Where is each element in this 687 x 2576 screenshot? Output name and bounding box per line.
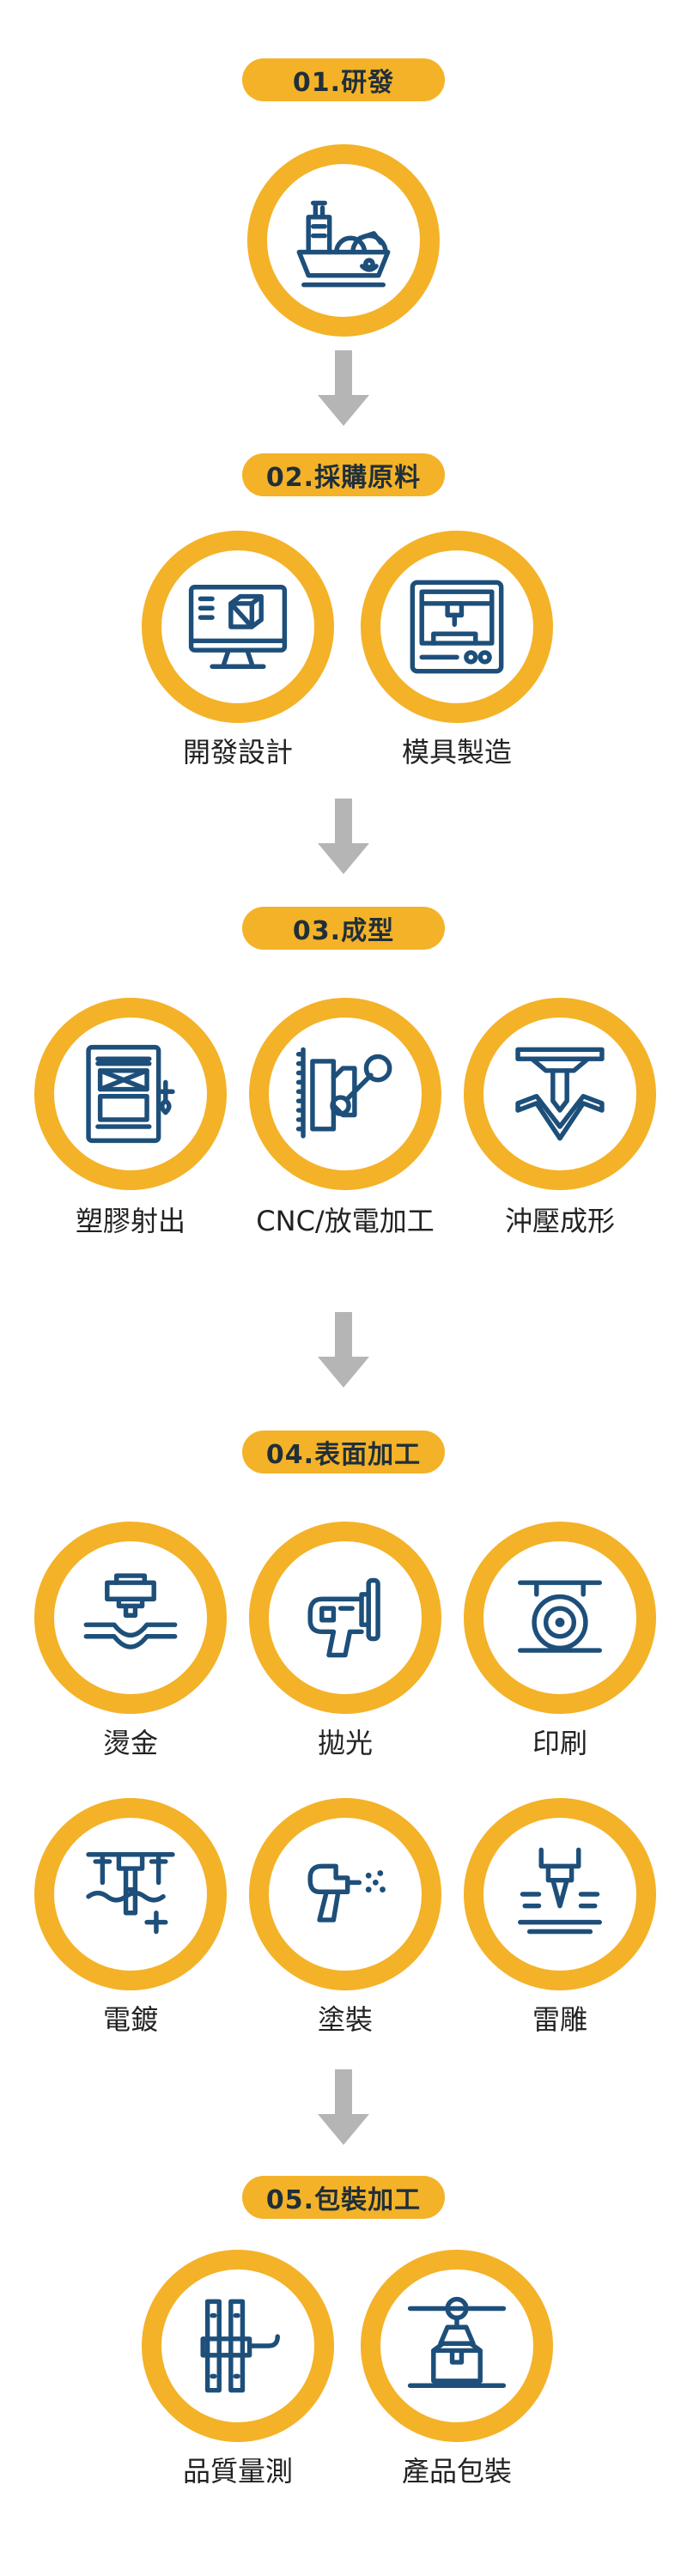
step-3-item-3-ring <box>464 998 656 1190</box>
step-4-item-2-ring <box>249 1522 441 1714</box>
step-2-item-1-label: 開發設計 <box>182 736 293 769</box>
arrow-down-icon <box>318 350 369 426</box>
arrow-down-icon <box>318 799 369 874</box>
step-2-item-2-label: 模具製造 <box>401 736 512 769</box>
step-3-item-2-label: CNC/放電加工 <box>256 1205 435 1237</box>
step-5-title: 05.包裝加工 <box>242 2176 445 2219</box>
step-1-item-ring <box>247 144 440 337</box>
step-2-item-2-ring <box>361 531 553 723</box>
injection-press-icon <box>86 1044 175 1144</box>
step-4-item-1-label: 燙金 <box>102 1727 158 1759</box>
step-4-item-1-ring <box>34 1522 227 1714</box>
arrow-down-icon <box>318 1312 369 1388</box>
step-2-title: 02.採購原料 <box>242 453 445 496</box>
caliper-icon <box>200 2299 280 2393</box>
step-4-item-2-label: 拋光 <box>317 1727 373 1759</box>
laser-engraving-icon <box>518 1847 602 1935</box>
polisher-icon <box>307 1577 380 1658</box>
stamping-press-icon <box>515 1047 605 1141</box>
step-5-item-1-ring <box>142 2250 334 2442</box>
step-4-item-6-ring <box>464 1798 656 1990</box>
monitor-3d-design-icon <box>188 585 288 669</box>
step-5-item-2-ring <box>361 2250 553 2442</box>
step-4-title: 04.表面加工 <box>242 1431 445 1473</box>
electroplating-icon <box>86 1852 175 1935</box>
spray-gun-icon <box>307 1863 386 1923</box>
step-4-item-4-ring <box>34 1798 227 1990</box>
arrow-down-icon <box>318 2069 369 2145</box>
step-3-item-1-label: 塑膠射出 <box>75 1205 185 1237</box>
step-2-item-1-ring <box>142 531 334 723</box>
ship-engine-icon <box>296 200 391 288</box>
step-4-item-4-label: 電鍍 <box>102 2003 158 2036</box>
step-3-item-3-label: 沖壓成形 <box>504 1205 615 1237</box>
step-4-item-5-ring <box>249 1798 441 1990</box>
step-4-item-3-label: 印刷 <box>532 1727 587 1759</box>
step-4-item-6-label: 雷雕 <box>532 2003 587 2036</box>
packaging-icon <box>407 2296 507 2388</box>
step-4-item-5-label: 塗裝 <box>317 2003 373 2036</box>
hot-stamping-icon <box>83 1573 178 1649</box>
printing-roller-icon <box>518 1580 602 1653</box>
step-3-item-2-ring <box>249 998 441 1190</box>
cnc-machine-icon <box>410 580 504 674</box>
step-5-item-2-label: 產品包裝 <box>401 2455 512 2488</box>
robot-arm-icon <box>295 1047 392 1139</box>
step-5-item-1-label: 品質量測 <box>182 2455 293 2488</box>
step-4-item-3-ring <box>464 1522 656 1714</box>
step-3-item-1-ring <box>34 998 227 1190</box>
step-1-title: 01.研發 <box>242 58 445 101</box>
step-3-title: 03.成型 <box>242 907 445 950</box>
